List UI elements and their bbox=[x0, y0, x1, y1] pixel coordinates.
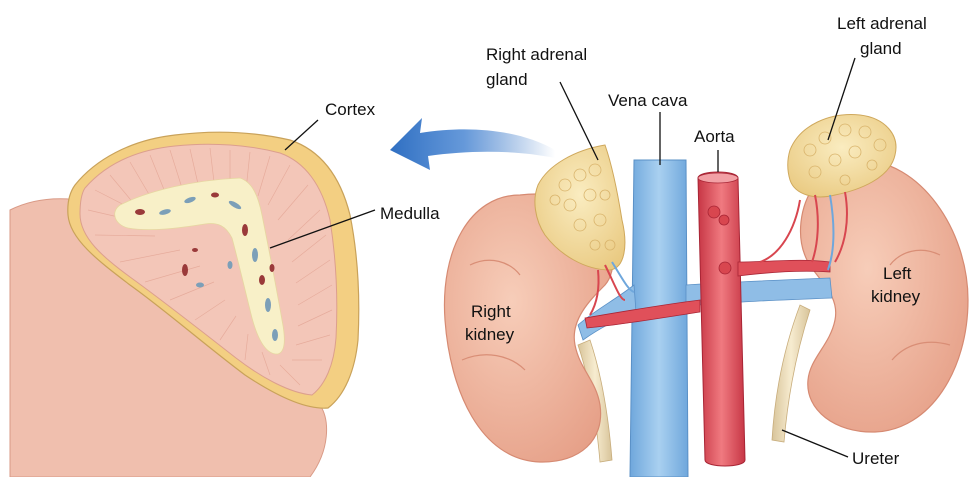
label-vena-cava: Vena cava bbox=[608, 91, 688, 110]
label-medulla: Medulla bbox=[380, 204, 440, 223]
label-right-adrenal-line1: Right adrenal bbox=[486, 45, 587, 64]
label-cortex: Cortex bbox=[325, 100, 376, 119]
label-right-adrenal-line2: gland bbox=[486, 70, 528, 89]
aortic-branch bbox=[719, 215, 729, 225]
label-left-kidney-line2: kidney bbox=[871, 287, 921, 306]
ureter-leader bbox=[782, 430, 848, 457]
magnify-arrow bbox=[390, 118, 555, 170]
label-left-adrenal-line2: gland bbox=[860, 39, 902, 58]
right-adrenal-leader bbox=[560, 82, 598, 160]
label-left-adrenal-line1: Left adrenal bbox=[837, 14, 927, 33]
aorta-top bbox=[698, 173, 738, 183]
label-ureter: Ureter bbox=[852, 449, 900, 468]
label-aorta: Aorta bbox=[694, 127, 735, 146]
aortic-branch bbox=[708, 206, 720, 218]
label-right-kidney-line1: Right bbox=[471, 302, 511, 321]
label-left-kidney-line1: Left bbox=[883, 264, 912, 283]
adrenal-cross-section bbox=[10, 132, 359, 477]
left-ureter bbox=[772, 305, 810, 442]
label-right-kidney-line2: kidney bbox=[465, 325, 515, 344]
aortic-branch bbox=[719, 262, 731, 274]
